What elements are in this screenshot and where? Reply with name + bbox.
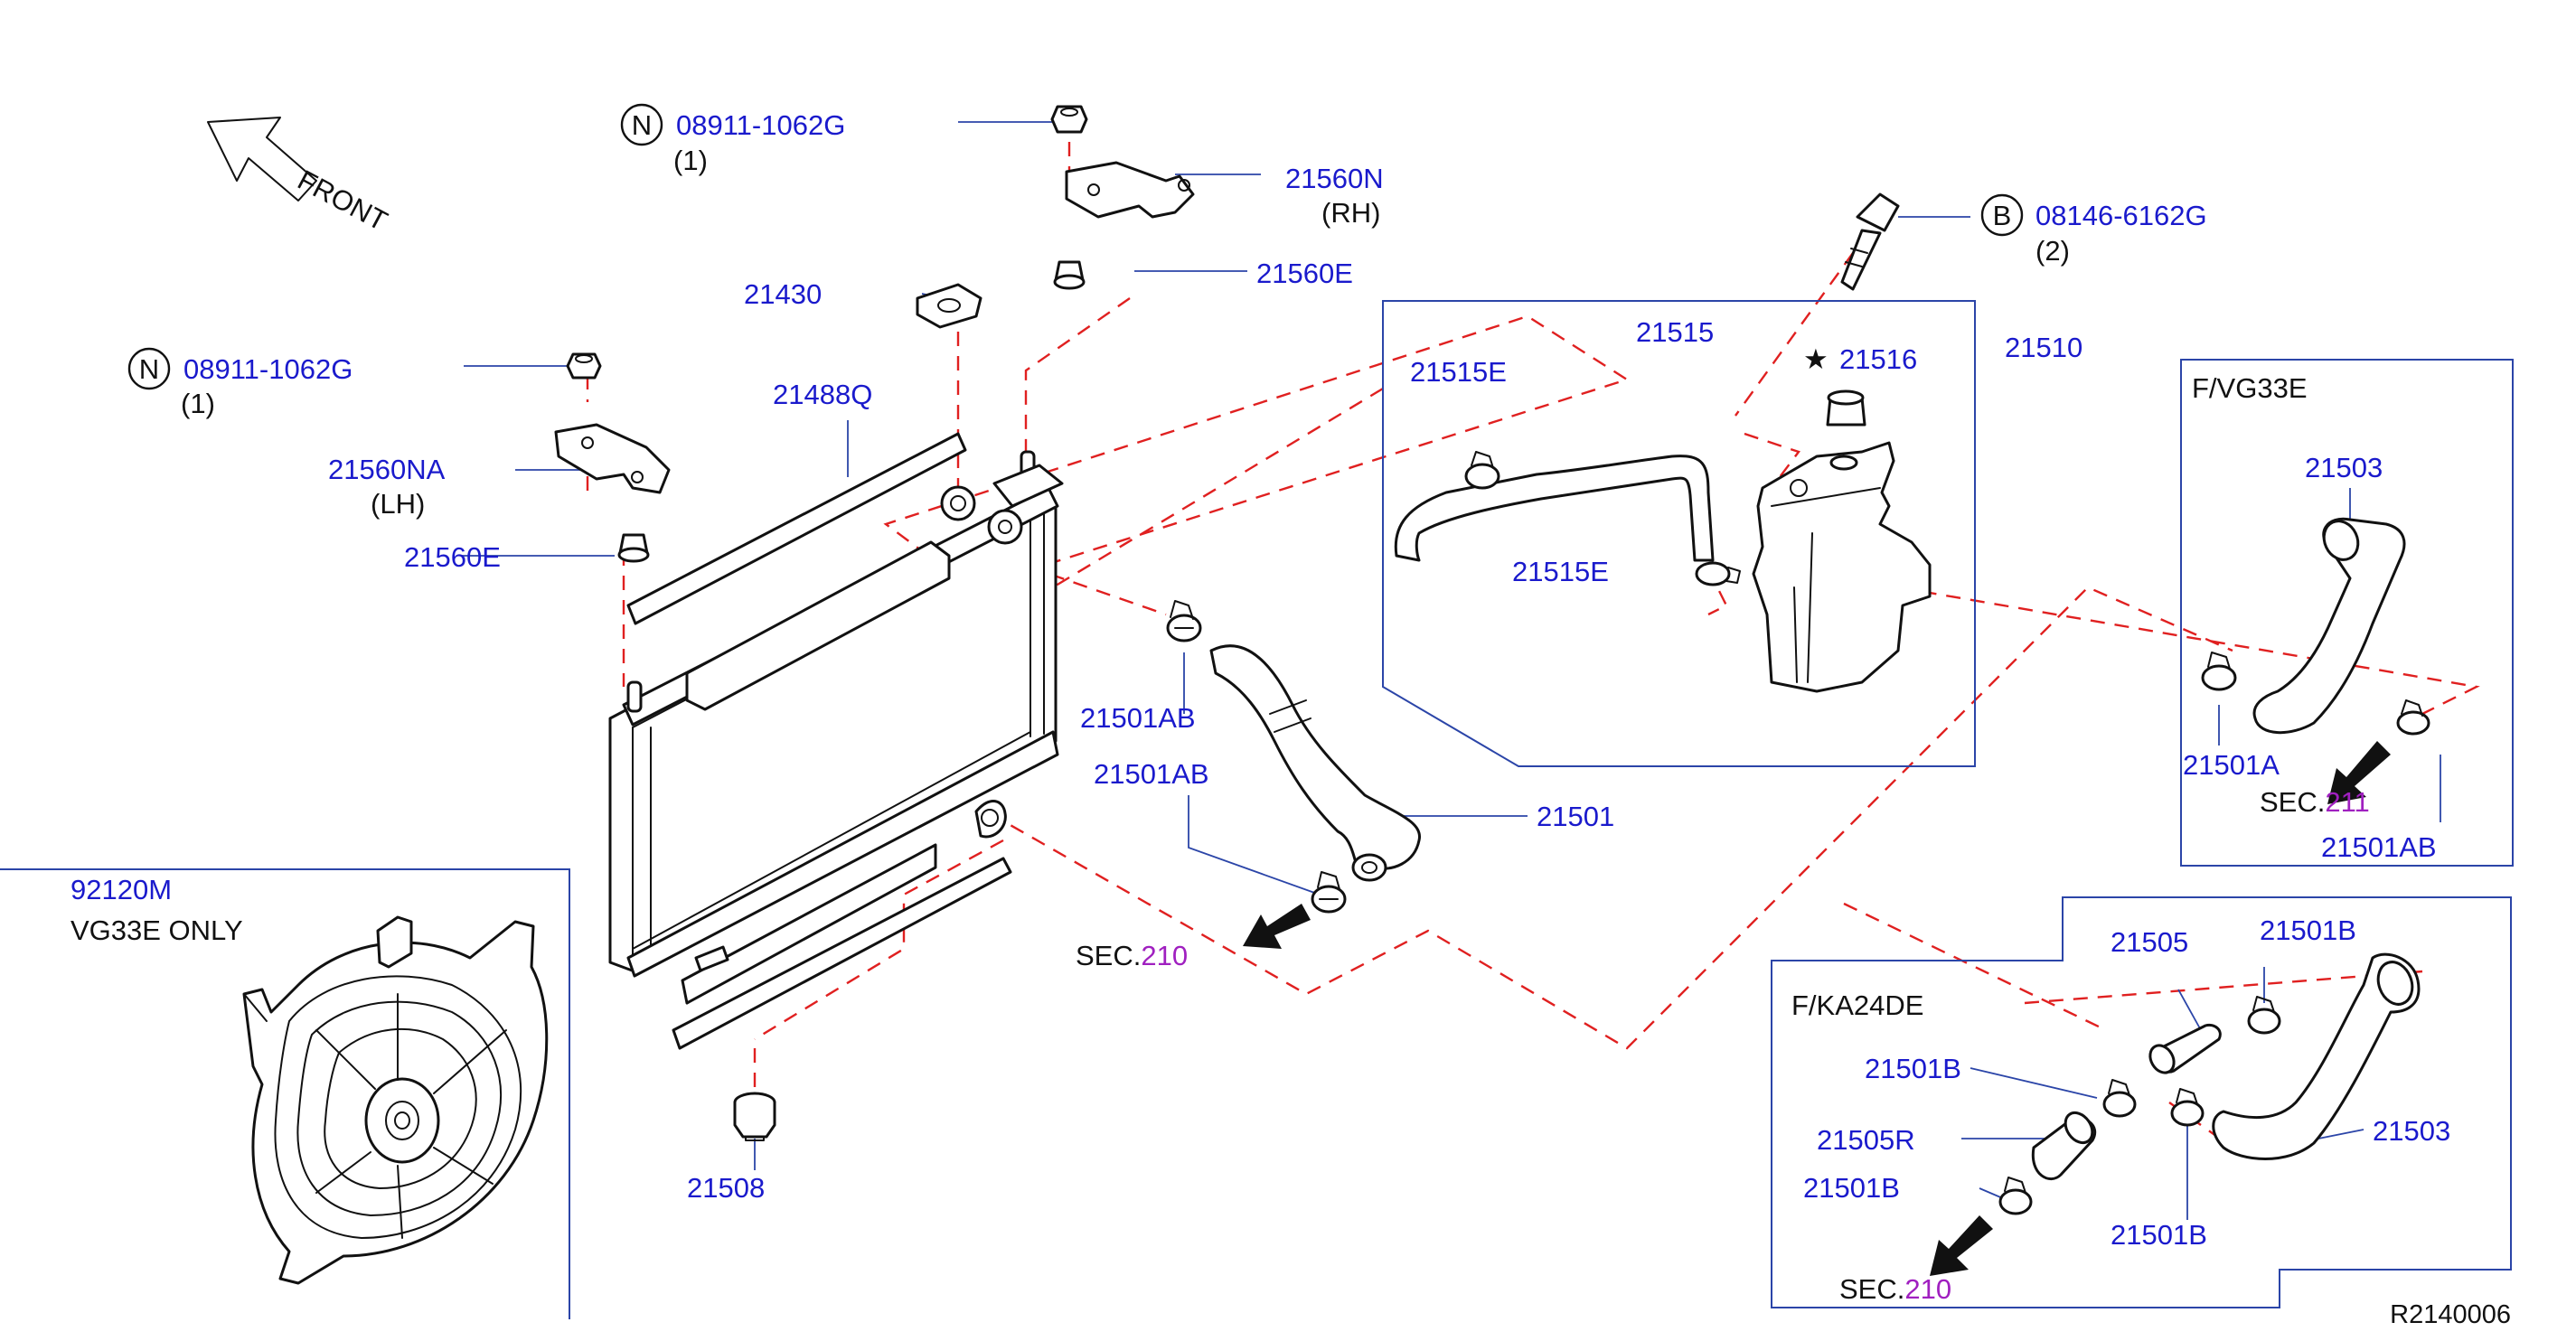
ka24de-clamp-mid	[2102, 1079, 2137, 1118]
label-ka24de-box: F/KA24DE	[1791, 989, 1923, 1021]
sec-210-main-number: 210	[1141, 940, 1188, 971]
label-ka-pipe-r: 21505R	[1817, 1124, 1915, 1156]
label-tank-cap: 21516	[1839, 343, 1917, 375]
fan-group-box	[0, 868, 570, 1319]
n-badge-left	[127, 347, 171, 390]
reservoir-hose-21515	[1394, 455, 1715, 562]
group-boxes	[0, 300, 2514, 1319]
nut-top	[1050, 105, 1088, 134]
sec-211-prefix: SEC.	[2260, 786, 2325, 818]
n-badge-top-text: N	[632, 109, 652, 141]
label-ka-clamp-low: 21501B	[1803, 1172, 1900, 1204]
b-badge-text: B	[1993, 200, 2012, 231]
front-arrow: FRONT	[207, 117, 393, 237]
label-bracket-rh-side: (RH)	[1321, 197, 1380, 229]
vg33e-hose-21503	[2252, 517, 2406, 735]
clamp-lower-hose	[1311, 871, 1347, 914]
sec-210-arrow-main	[1243, 904, 1311, 949]
label-ka-hose: 21503	[2373, 1115, 2450, 1147]
sec-211: SEC.211	[2260, 786, 2370, 818]
label-nut-left-part: 08911-1062G	[183, 353, 353, 385]
label-vg-clamp-ab: 21501AB	[2321, 831, 2437, 863]
label-nut-left-qty: (1)	[181, 388, 215, 419]
radiator-seal-21488Q	[626, 432, 967, 625]
label-ka-clamp-right: 21501B	[2111, 1219, 2207, 1251]
n-badge-left-text: N	[139, 353, 159, 385]
label-bolt-qty: (2)	[2035, 235, 2070, 267]
ka24de-pipe-21505R	[2031, 1111, 2096, 1181]
sec-210-main: SEC.210	[1076, 940, 1188, 971]
bracket-rh	[1065, 161, 1195, 219]
cooling-fan-shroud	[242, 915, 549, 1285]
label-bushing-left: 21560E	[404, 541, 501, 573]
sec-210-arrow-ka24de	[1930, 1215, 1993, 1276]
label-bracket-lh-side: (LH)	[371, 488, 425, 520]
label-clamp-lower: 21501AB	[1094, 758, 1209, 790]
label-bracket-lh: 21560NA	[328, 454, 446, 485]
reservoir-clamp-low	[1695, 561, 1741, 586]
clamp-upper-hose	[1166, 600, 1202, 642]
reservoir-cap-21516	[1826, 389, 1866, 427]
label-tank-assy: 21510	[2005, 332, 2082, 363]
labels: N 08911-1062G (1) 21560N (RH) 21560E 214…	[71, 103, 2511, 1329]
label-tank-clamp-low: 21515E	[1512, 556, 1609, 587]
label-tank-clamp-top: 21515E	[1410, 356, 1507, 388]
ka24de-group-box	[1771, 896, 2512, 1308]
label-bushing-top: 21560E	[1256, 258, 1353, 289]
n-badge-top	[620, 103, 663, 146]
ka24de-clamp-top	[2247, 996, 2281, 1035]
diagram-id: R2140006	[2390, 1300, 2511, 1329]
ka24de-clamp-low	[1998, 1177, 2033, 1215]
reservoir-bolt	[1840, 192, 1900, 291]
mount-21508	[733, 1092, 776, 1141]
label-clamp-upper: 21501AB	[1080, 702, 1196, 734]
label-ka-pipe: 21505	[2111, 926, 2188, 958]
radiator-cap-21430	[916, 283, 982, 329]
label-bolt-part: 08146-6162G	[2035, 200, 2207, 231]
reservoir-clamp-top	[1464, 451, 1500, 490]
label-vg-clamp-a: 21501A	[2183, 749, 2280, 781]
bushing-left	[617, 533, 650, 563]
sec-210-ka24de-prefix: SEC.	[1839, 1273, 1904, 1305]
sec-210-ka24de: SEC.210	[1839, 1273, 1951, 1305]
label-ka-clamp-mid: 21501B	[1865, 1053, 1961, 1084]
nut-left	[566, 352, 602, 380]
sec-210-main-prefix: SEC.	[1076, 940, 1141, 971]
vg33e-clamp-a	[2201, 652, 2237, 691]
vg33e-clamp-ab	[2396, 699, 2430, 736]
label-tank-hose: 21515	[1636, 316, 1714, 348]
b-badge	[1980, 193, 2024, 237]
front-label: FRONT	[293, 164, 393, 237]
label-fan-note: VG33E ONLY	[71, 914, 243, 946]
reservoir-group-box	[1382, 300, 1976, 767]
label-vg-hose: 21503	[2305, 452, 2383, 483]
sec-210-ka24de-number: 210	[1904, 1273, 1951, 1305]
vg33e-group-box	[2180, 359, 2514, 867]
reservoir-tank	[1752, 441, 1932, 693]
label-nut-top-part: 08911-1062G	[676, 109, 845, 141]
radiator	[608, 450, 1064, 1005]
label-seal: 21488Q	[773, 379, 872, 410]
label-nut-top-qty: (1)	[673, 145, 708, 176]
label-fan-part: 92120M	[71, 874, 172, 905]
label-ka-clamp-top: 21501B	[2260, 914, 2356, 946]
ka24de-pipe-21505	[2148, 1023, 2222, 1074]
bushing-top	[1053, 260, 1086, 290]
upper-hose-21501	[1209, 644, 1421, 882]
label-hose-upper: 21501	[1537, 801, 1614, 832]
sec-211-number: 211	[2325, 786, 2369, 818]
lower-seal-strip	[672, 857, 1012, 1050]
star-mark: ★	[1803, 343, 1829, 375]
sec-211-arrow	[2327, 741, 2391, 804]
label-bracket-rh: 21560N	[1285, 163, 1384, 194]
ka24de-hose-21503	[2212, 952, 2421, 1160]
label-cap: 21430	[744, 278, 822, 310]
label-vg33e-box: F/VG33E	[2192, 372, 2308, 404]
ka24de-clamp-right	[2170, 1088, 2205, 1127]
label-mount-bottom: 21508	[687, 1172, 765, 1204]
bracket-lh	[554, 423, 671, 494]
